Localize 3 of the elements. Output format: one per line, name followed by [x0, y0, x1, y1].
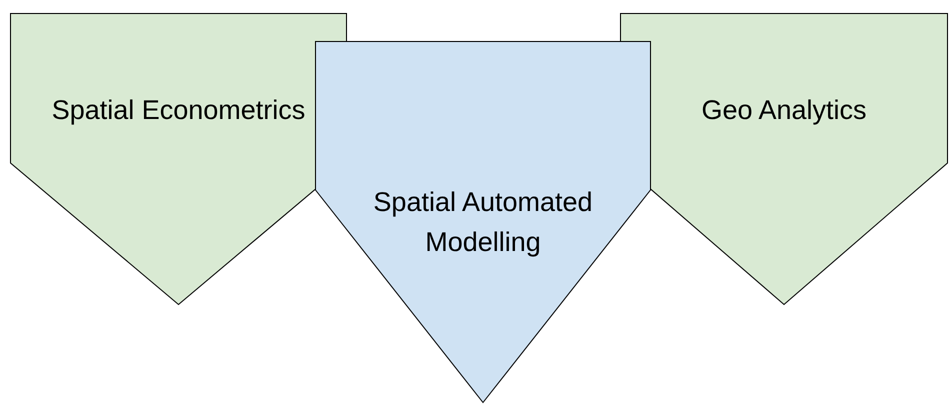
shape-label: Spatial Automated Modelling — [372, 186, 594, 259]
shape-label: Geo Analytics — [700, 94, 868, 127]
shape-label: Spatial Econometrics — [50, 94, 306, 127]
